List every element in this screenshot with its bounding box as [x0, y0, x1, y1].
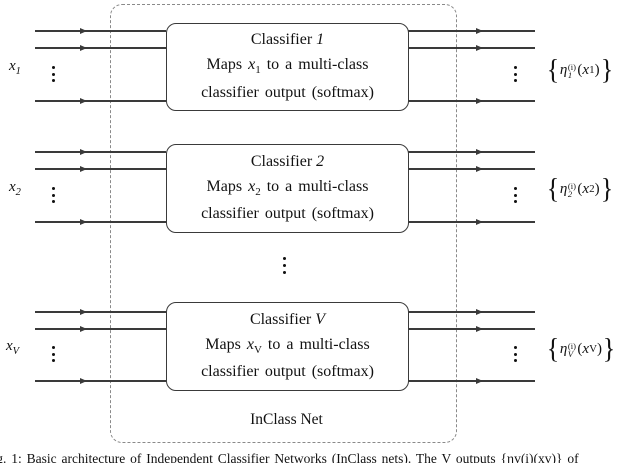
output-line [406, 100, 535, 102]
input-variable-label: x1 [9, 58, 21, 77]
arrowhead-icon [476, 149, 483, 155]
classifier-description-line2: classifier output (softmax) [201, 363, 374, 381]
input-line [35, 30, 166, 32]
classifier-1-box: Classifier 1 Maps x1 to a multi-class cl… [166, 23, 409, 111]
arrowhead-icon [80, 45, 87, 51]
inclass-net-boundary [110, 4, 457, 443]
arrowhead-icon [476, 378, 483, 384]
input-line [35, 380, 166, 382]
output-line [406, 328, 535, 330]
input-line [35, 328, 166, 330]
classifier-description-line1: Maps xV to a multi-class [205, 335, 370, 357]
output-line [406, 380, 535, 382]
input-line [35, 311, 166, 313]
output-line [406, 221, 535, 223]
arrowhead-icon [476, 45, 483, 51]
close-brace: } [602, 332, 616, 365]
vertical-ellipsis-icon [52, 66, 56, 83]
input-line [35, 100, 166, 102]
classifier-v-box: Classifier V Maps xV to a multi-class cl… [166, 302, 409, 391]
classifier-title: Classifier V [249, 310, 326, 328]
close-brace: } [600, 172, 613, 205]
arrowhead-icon [80, 326, 87, 332]
vertical-ellipsis-icon [514, 66, 518, 83]
arrowhead-icon [80, 378, 87, 384]
arrowhead-icon [476, 309, 483, 315]
output-line [406, 168, 535, 170]
arrowhead-icon [476, 166, 483, 172]
open-brace: { [546, 53, 560, 86]
output-line [406, 311, 535, 313]
output-line [406, 30, 535, 32]
open-brace: { [546, 332, 560, 365]
vertical-ellipsis-icon [52, 346, 56, 363]
input-line [35, 151, 166, 153]
input-line [35, 47, 166, 49]
vertical-ellipsis-icon [52, 187, 56, 204]
classifier-description-line1: Maps x1 to a multi-class [206, 56, 369, 77]
close-brace: } [600, 53, 613, 86]
arrowhead-icon [80, 28, 87, 34]
classifier-title: Classifier 1 [250, 31, 325, 49]
arrowhead-icon [476, 98, 483, 104]
arrowhead-icon [80, 166, 87, 172]
input-variable-label: xV [6, 338, 20, 357]
classifier-title: Classifier 2 [250, 152, 325, 170]
arrowhead-icon [80, 219, 87, 225]
input-line [35, 221, 166, 223]
open-brace: { [546, 172, 560, 205]
arrowhead-icon [80, 98, 87, 104]
arrowhead-icon [80, 149, 87, 155]
inclass-net-label: InClass Net [250, 411, 323, 428]
arrowhead-icon [476, 326, 483, 332]
input-line [35, 168, 166, 170]
figure-caption: Fig. 1: Basic architecture of Independen… [0, 451, 579, 463]
input-variable-label: x2 [9, 179, 21, 198]
classifier-description-line1: Maps x2 to a multi-class [206, 177, 369, 199]
arrowhead-icon [476, 219, 483, 225]
vertical-ellipsis-icon [283, 257, 287, 275]
arrowhead-icon [80, 309, 87, 315]
vertical-ellipsis-icon [514, 346, 518, 363]
vertical-ellipsis-icon [514, 187, 518, 204]
classifier-2-box: Classifier 2 Maps x2 to a multi-class cl… [166, 144, 409, 233]
classifier-description-line2: classifier output (softmax) [201, 83, 374, 101]
classifier-description-line2: classifier output (softmax) [201, 205, 374, 223]
output-line [406, 47, 535, 49]
output-line [406, 151, 535, 153]
arrowhead-icon [476, 28, 483, 34]
